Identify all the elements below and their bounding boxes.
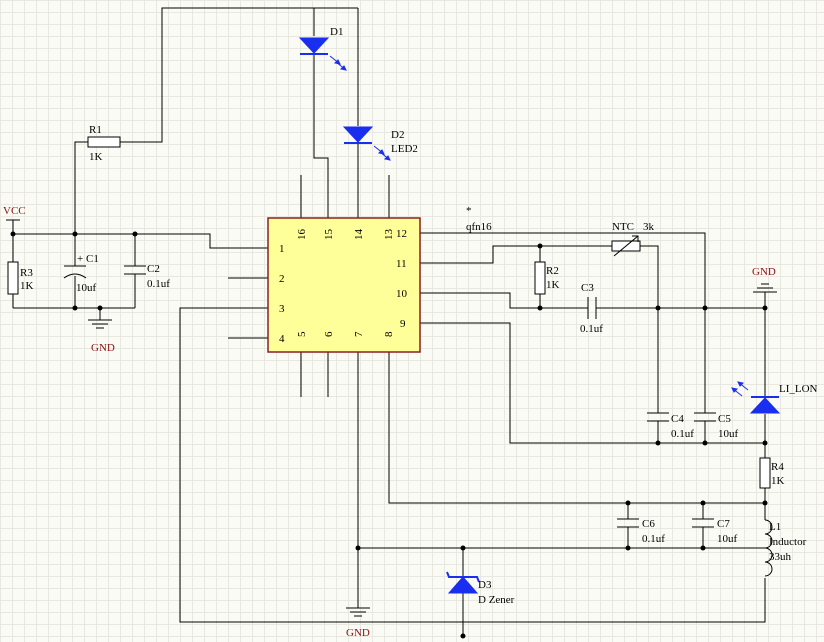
pin-2: 2 [279, 273, 285, 285]
r1-ref: R1 [89, 124, 102, 136]
pin-16: 16 [296, 229, 308, 241]
c4-ref: C4 [671, 413, 684, 425]
pin-6: 6 [323, 331, 335, 337]
ntc-ref: NTC [612, 221, 634, 233]
c1-polarity: + [77, 253, 83, 265]
c6-ref: C6 [642, 518, 655, 530]
pin-10: 10 [396, 288, 408, 300]
d1-ref: D1 [330, 26, 343, 38]
c5-value: 10uf [718, 428, 739, 440]
vcc-label: VCC [3, 205, 26, 217]
led-li-lon[interactable]: LI_LON [731, 381, 818, 414]
led-d1[interactable]: D1 [298, 26, 347, 71]
resistor-r1[interactable]: R1 1K [87, 124, 121, 163]
pin-5: 5 [296, 331, 308, 337]
d2-value: LED2 [391, 143, 418, 155]
ic-qfn16[interactable]: * qfn16 1 2 3 4 5 6 7 8 9 10 11 12 13 14… [267, 205, 492, 353]
inductor-l1[interactable]: L1 Inductor 33uh [764, 519, 807, 577]
capacitor-c2[interactable]: C2 0.1uf [124, 263, 170, 290]
thermistor-ntc[interactable]: NTC 3k [611, 221, 655, 257]
gnd-right-label: GND [752, 266, 776, 278]
zener-d3[interactable]: D3 D Zener [446, 571, 515, 606]
gnd-left-symbol: GND [88, 319, 115, 354]
c5-ref: C5 [718, 413, 731, 425]
wire-vcc-rail [13, 233, 228, 249]
gnd-left-label: GND [91, 342, 115, 354]
r4-value: 1K [771, 475, 785, 487]
c1-ref: C1 [86, 253, 99, 265]
c7-value: 10uf [717, 533, 738, 545]
c3-value: 0.1uf [580, 323, 603, 335]
ic-marker: * [466, 205, 472, 217]
pin-3: 3 [279, 303, 285, 315]
d2-ref: D2 [391, 129, 404, 141]
pin-8: 8 [383, 331, 395, 337]
pin-11: 11 [396, 258, 407, 270]
pin-9: 9 [400, 318, 406, 330]
capacitor-c4[interactable]: C4 0.1uf [647, 412, 694, 440]
c3-ref: C3 [581, 282, 594, 294]
capacitor-c1[interactable]: + C1 10uf [63, 253, 99, 294]
c6-value: 0.1uf [642, 533, 665, 545]
d3-ref: D3 [478, 579, 492, 591]
resistor-r3[interactable]: R3 1K [7, 261, 34, 295]
resistor-r4[interactable]: R4 1K [759, 457, 785, 489]
led-d2[interactable]: D2 LED2 [342, 126, 418, 161]
wire-pin3-loop [179, 307, 766, 623]
pin-13: 13 [383, 229, 395, 241]
l1-type: Inductor [769, 536, 807, 548]
l1-value: 33uh [769, 551, 792, 563]
li-lon-ref: LI_LON [779, 383, 818, 395]
c2-value: 0.1uf [147, 278, 170, 290]
capacitor-c7[interactable]: C7 10uf [692, 518, 738, 545]
r3-ref: R3 [20, 267, 33, 279]
r4-ref: R4 [771, 461, 784, 473]
gnd-bottom-symbol: GND [346, 607, 370, 639]
ntc-value: 3k [643, 221, 655, 233]
c7-ref: C7 [717, 518, 730, 530]
vcc-symbol: VCC [3, 205, 26, 221]
l1-ref: L1 [769, 521, 781, 533]
wires [12, 7, 766, 636]
d3-value: D Zener [478, 594, 515, 606]
c1-value: 10uf [76, 282, 97, 294]
r2-ref: R2 [546, 265, 559, 277]
r3-value: 1K [20, 280, 34, 292]
c2-ref: C2 [147, 263, 160, 275]
pin-7: 7 [353, 331, 365, 337]
pin-12: 12 [396, 228, 407, 240]
capacitor-c6[interactable]: C6 0.1uf [617, 518, 665, 545]
resistor-r2[interactable]: R2 1K [534, 261, 560, 295]
junctions [10, 231, 768, 639]
pin-1: 1 [279, 243, 285, 255]
gnd-right-symbol: GND [752, 266, 777, 293]
capacitor-c5[interactable]: C5 10uf [694, 412, 739, 440]
pin-4: 4 [279, 333, 285, 345]
pin-14: 14 [353, 229, 365, 241]
gnd-bottom-label: GND [346, 627, 370, 639]
pin-15: 15 [323, 229, 335, 241]
capacitor-c3[interactable]: C3 0.1uf [580, 282, 603, 335]
ic-name: qfn16 [466, 221, 492, 233]
c4-value: 0.1uf [671, 428, 694, 440]
r2-value: 1K [546, 279, 560, 291]
r1-value: 1K [89, 151, 103, 163]
